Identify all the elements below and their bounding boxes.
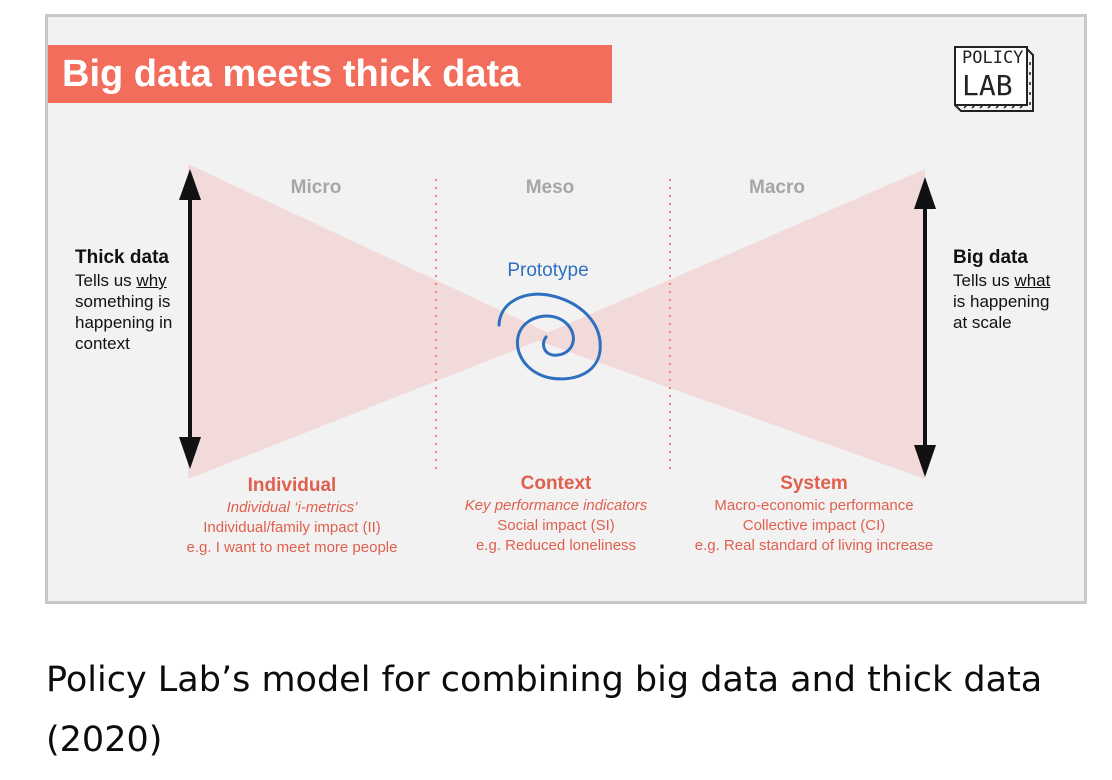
big-data-funnel — [533, 169, 925, 479]
big-data-line-1-emphasis: what — [1014, 271, 1050, 290]
logo-word-policy: POLICY — [962, 48, 1023, 68]
big-data-line-1-prefix: Tells us — [953, 271, 1014, 290]
page-title: Big data meets thick data — [62, 51, 520, 97]
system-block: System Macro-economic performance Collec… — [664, 472, 964, 556]
column-heading-meso: Meso — [470, 177, 630, 199]
system-line-2: Collective impact (CI) — [664, 516, 964, 536]
individual-block: Individual Individual ‘i-metrics’ Indivi… — [142, 474, 442, 558]
logo-word-lab: LAB — [962, 69, 1013, 102]
context-line-3: e.g. Reduced loneliness — [406, 536, 706, 556]
big-data-line-1: Tells us what — [953, 271, 1050, 291]
policy-lab-logo: POLICY LAB — [952, 45, 1036, 117]
column-heading-micro: Micro — [236, 177, 396, 199]
system-heading: System — [664, 472, 964, 496]
thick-data-line-1: Tells us why — [75, 271, 167, 291]
context-line-2: Social impact (SI) — [406, 516, 706, 536]
individual-heading: Individual — [142, 474, 442, 498]
thick-data-line-2: something is — [75, 292, 170, 312]
thick-data-line-4: context — [75, 334, 130, 354]
title-banner: Big data meets thick data — [48, 45, 612, 103]
column-heading-macro: Macro — [697, 177, 857, 199]
system-line-3: e.g. Real standard of living increase — [664, 536, 964, 556]
thick-data-heading: Thick data — [75, 247, 169, 269]
big-data-line-2: is happening — [953, 292, 1049, 312]
thick-data-line-3: happening in — [75, 313, 172, 333]
context-line-1: Key performance indicators — [406, 496, 706, 516]
system-line-1: Macro-economic performance — [664, 496, 964, 516]
big-data-line-3: at scale — [953, 313, 1012, 333]
context-heading: Context — [406, 472, 706, 496]
prototype-label: Prototype — [488, 260, 608, 282]
individual-line-3: e.g. I want to meet more people — [142, 538, 442, 558]
figure-caption: Policy Lab’s model for combining big dat… — [46, 650, 1086, 770]
individual-line-2: Individual/family impact (II) — [142, 518, 442, 538]
big-data-heading: Big data — [953, 247, 1028, 269]
individual-line-1: Individual ‘i-metrics’ — [142, 498, 442, 518]
diagram-frame: Big data meets thick data POLICY LAB Mic… — [45, 14, 1087, 604]
thick-data-line-1-prefix: Tells us — [75, 271, 136, 290]
thick-data-line-1-emphasis: why — [136, 271, 166, 290]
context-block: Context Key performance indicators Socia… — [406, 472, 706, 556]
